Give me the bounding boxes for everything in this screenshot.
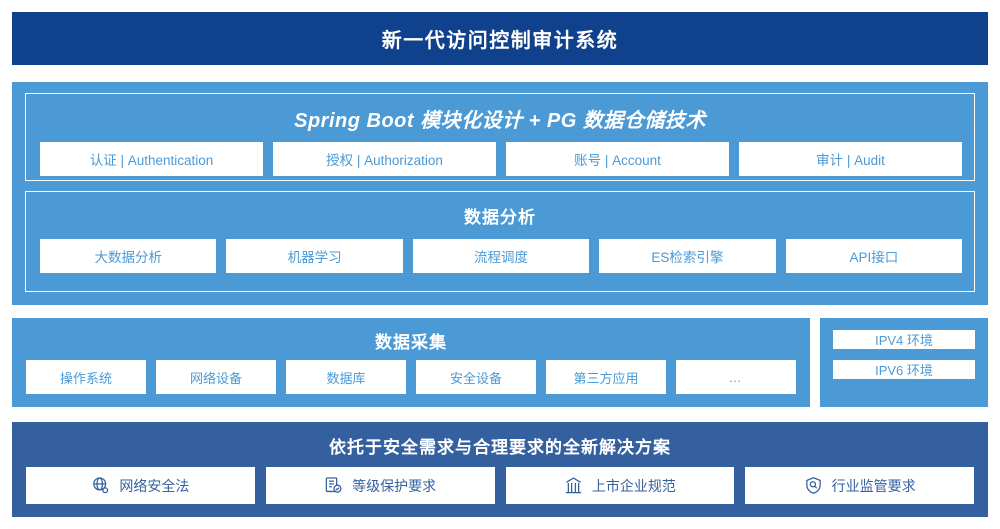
card-ipv6-environment[interactable]: IPV6 环境 bbox=[833, 360, 975, 379]
data-analysis-group-title: 数据分析 bbox=[464, 208, 536, 227]
card-account[interactable]: 账号 | Account bbox=[506, 142, 729, 176]
card-operating-system[interactable]: 操作系统 bbox=[26, 360, 146, 394]
shield-search-icon bbox=[804, 476, 823, 495]
data-collection-title: 数据采集 bbox=[375, 333, 447, 352]
solution-card-row: 网络安全法 等级保护要求 bbox=[26, 467, 974, 504]
spring-boot-card-row: 认证 | Authentication 授权 | Authorization 账… bbox=[40, 142, 962, 176]
page-title: 新一代访问控制审计系统 bbox=[381, 30, 619, 52]
card-process-scheduling[interactable]: 流程调度 bbox=[412, 239, 590, 273]
card-listed-enterprise-standard[interactable]: 上市企业规范 bbox=[505, 467, 735, 504]
card-classified-protection[interactable]: 等级保护要求 bbox=[265, 467, 495, 504]
card-label: 行业监管要求 bbox=[831, 477, 916, 494]
card-label: 网络安全法 bbox=[119, 477, 190, 494]
card-authentication[interactable]: 认证 | Authentication bbox=[40, 142, 263, 176]
card-network-device[interactable]: 网络设备 bbox=[156, 360, 276, 394]
card-ipv4-environment[interactable]: IPV4 环境 bbox=[833, 330, 975, 349]
card-cybersecurity-law[interactable]: 网络安全法 bbox=[26, 467, 255, 504]
header-banner: 新一代访问控制审计系统 bbox=[12, 12, 988, 65]
card-api-interface[interactable]: API接口 bbox=[785, 239, 963, 273]
card-es-search-engine[interactable]: ES检索引擎 bbox=[599, 239, 776, 273]
card-big-data-analysis[interactable]: 大数据分析 bbox=[40, 239, 217, 273]
card-label: 上市企业规范 bbox=[591, 477, 676, 494]
application-layer-panel: Spring Boot 模块化设计 + PG 数据仓储技术 认证 | Authe… bbox=[12, 82, 988, 305]
document-check-icon bbox=[324, 476, 343, 495]
card-machine-learning[interactable]: 机器学习 bbox=[226, 239, 403, 273]
card-authorization[interactable]: 授权 | Authorization bbox=[273, 142, 496, 176]
card-label: 等级保护要求 bbox=[352, 477, 437, 494]
solution-layer-panel: 依托于安全需求与合理要求的全新解决方案 网络安全法 bbox=[12, 422, 988, 517]
card-third-party-app[interactable]: 第三方应用 bbox=[546, 360, 666, 394]
solution-layer-title: 依托于安全需求与合理要求的全新解决方案 bbox=[329, 438, 671, 457]
globe-network-icon bbox=[91, 476, 110, 495]
card-more-ellipsis[interactable]: … bbox=[676, 360, 796, 394]
card-security-device[interactable]: 安全设备 bbox=[416, 360, 536, 394]
environment-panel: IPV4 环境 IPV6 环境 bbox=[820, 318, 988, 407]
card-audit[interactable]: 审计 | Audit bbox=[739, 142, 962, 176]
bank-building-icon bbox=[564, 476, 583, 495]
data-analysis-card-row: 大数据分析 机器学习 流程调度 ES检索引擎 API接口 bbox=[40, 239, 963, 273]
card-industry-regulation[interactable]: 行业监管要求 bbox=[745, 467, 974, 504]
spring-boot-group: Spring Boot 模块化设计 + PG 数据仓储技术 认证 | Authe… bbox=[25, 93, 975, 181]
spring-boot-group-title: Spring Boot 模块化设计 + PG 数据仓储技术 bbox=[294, 110, 706, 132]
data-collection-card-row: 操作系统 网络设备 数据库 安全设备 第三方应用 … bbox=[26, 360, 796, 394]
environment-card-stack: IPV4 环境 IPV6 环境 bbox=[833, 330, 975, 379]
card-database[interactable]: 数据库 bbox=[286, 360, 406, 394]
data-analysis-group: 数据分析 大数据分析 机器学习 流程调度 ES检索引擎 API接口 bbox=[25, 191, 975, 292]
data-collection-panel: 数据采集 操作系统 网络设备 数据库 安全设备 第三方应用 … bbox=[12, 318, 810, 407]
